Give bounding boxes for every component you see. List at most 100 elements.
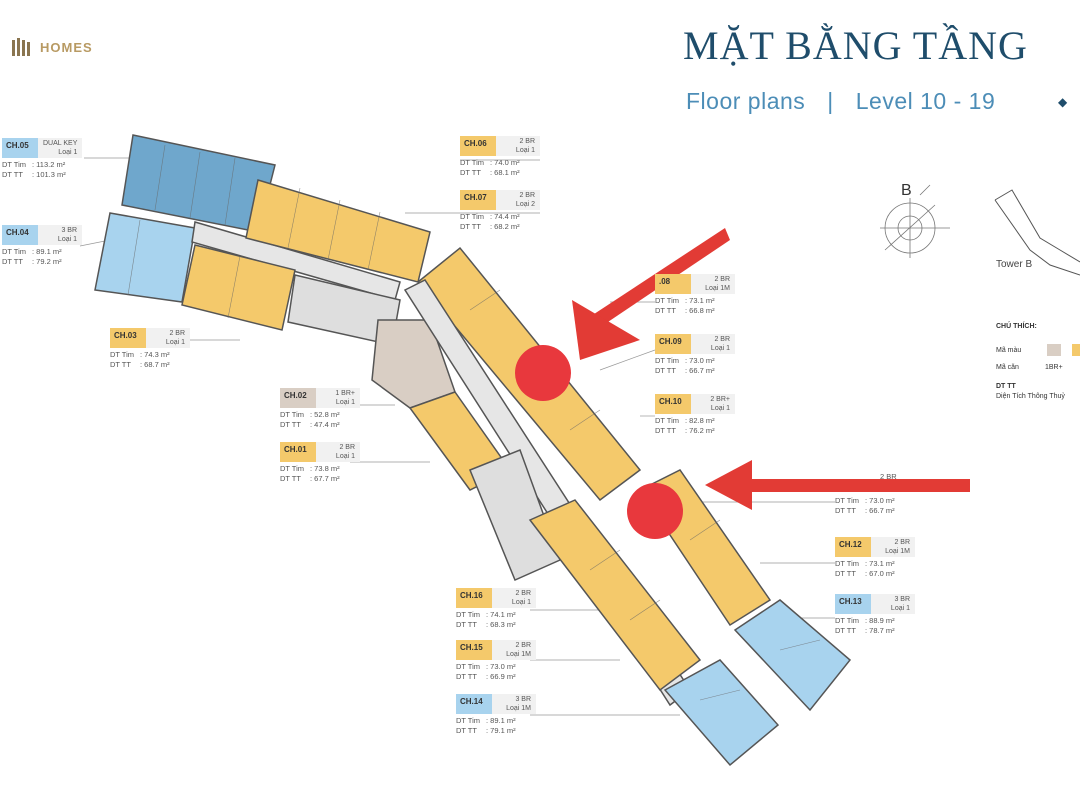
unit-code: CH.02 (280, 388, 316, 409)
unit-value-dt-tim: : 74.4 m² (490, 212, 520, 222)
unit-type: 2 BR (169, 330, 185, 337)
unit-code: CH.03 (110, 328, 146, 349)
unit-label-dt-tt: DT TT (835, 568, 856, 578)
red-marker-lower (627, 483, 683, 539)
unit-label-dt-tim: DT Tim (460, 158, 485, 168)
unit-subtype: Loại 1 (58, 149, 78, 157)
unit-value-dt-tt: : 66.8 m² (685, 305, 715, 315)
unit-callout-ch02: CH.02 1 BR+ Loại 1 DT Tim : 52.8 m² DT TT : … (280, 388, 360, 430)
unit-label-dt-tt: DT TT (655, 305, 676, 315)
unit-subtype: Loại 1M (705, 285, 730, 293)
unit-type: 2 BR (880, 472, 897, 481)
legend-unit-label: Mã căn (996, 364, 1019, 371)
subtitle-level: Level 10 - 19 (855, 88, 996, 114)
unit-value-dt-tim: : 73.0 m² (685, 356, 715, 366)
legend-dttt-desc: Diện Tích Thông Thuỷ (996, 393, 1065, 400)
unit-label-dt-tim: DT Tim (460, 212, 485, 222)
unit-callout-ch15: CH.15 2 BR Loại 1M DT Tim : 73.0 m² DT TT : … (456, 640, 536, 682)
unit-type: 2 BR+ (710, 396, 730, 403)
unit-label-dt-tt: DT TT (280, 419, 301, 429)
unit-label-dt-tt: DT TT (456, 619, 477, 629)
unit-ch13-area (733, 599, 852, 712)
legend-swatch-grey (1047, 344, 1061, 356)
legend-title: CHÚ THÍCH: (996, 323, 1037, 330)
unit-type: 2 BR (714, 336, 730, 343)
unit-value-dt-tim: : 74.0 m² (490, 158, 520, 168)
unit-label-dt-tim: DT Tim (835, 616, 860, 626)
unit-value-dt-tt: : 47.4 m² (310, 419, 340, 429)
unit-type: 2 BR (339, 444, 355, 451)
unit-label-dt-tim: DT Tim (456, 716, 481, 726)
unit-value-dt-tim: : 73.1 m² (685, 296, 715, 306)
unit-type: 3 BR (515, 696, 531, 703)
logo-mark-icon (12, 38, 30, 56)
unit-label-dt-tim: DT Tim (280, 410, 305, 420)
unit-code: CH.12 (835, 537, 871, 558)
page-subtitle: Floor plans|Level 10 - 19 (686, 88, 995, 115)
brand-logo: HOMES (10, 36, 93, 58)
unit-code: CH.07 (460, 190, 496, 211)
unit-value-dt-tt: : 68.3 m² (486, 619, 516, 629)
unit-subtype: Loại 1 (165, 339, 185, 347)
unit-value-dt-tim: : 82.8 m² (685, 416, 715, 426)
legend-unit-1br: 1BR+ (1045, 364, 1063, 371)
unit-code: CH.15 (456, 640, 492, 661)
logo-text: HOMES (40, 39, 93, 55)
unit-type: 2 BR (519, 192, 535, 199)
legend-dttt-label: DT TT (996, 383, 1016, 390)
unit-label-dt-tt: DT TT (655, 425, 676, 435)
red-marker-upper (515, 345, 571, 401)
unit-subtype: Loại 1 (890, 605, 910, 613)
unit-value-dt-tt: : 68.1 m² (490, 167, 520, 177)
unit-ch14-area (663, 659, 780, 767)
unit-subtype: Loại 1M (506, 651, 531, 659)
unit-type: 2 BR (894, 539, 910, 546)
unit-label-dt-tt: DT TT (2, 169, 23, 179)
unit-value-dt-tim: : 88.9 m² (865, 616, 895, 626)
subtitle-separator: | (827, 88, 834, 114)
unit-label-dt-tt: DT TT (2, 256, 23, 266)
unit-callout-ch11: DT Tim: 73.0 m² DT TT: 66.7 m² (835, 496, 895, 516)
unit-value-dt-tim: : 89.1 m² (486, 716, 516, 726)
unit-value-dt-tt: : 66.9 m² (486, 671, 516, 681)
compass-icon (880, 184, 950, 258)
unit-value-dt-tt: : 79.2 m² (32, 256, 62, 266)
unit-type: 2 BR (714, 276, 730, 283)
unit-label-dt-tim: DT Tim (655, 296, 680, 306)
unit-code: CH.14 (456, 694, 492, 715)
unit-value-dt-tim: : 52.8 m² (310, 410, 340, 420)
keyplan-tower-label: Tower B (996, 259, 1033, 270)
unit-label-dt-tt: DT TT (835, 625, 856, 635)
unit-value-dt-tt: : 66.7 m² (685, 365, 715, 375)
unit-label-dt-tt: DT TT (456, 671, 477, 681)
unit-type: 2 BR (515, 590, 531, 597)
unit-code: CH.01 (280, 442, 316, 463)
unit-subtype: Loại 1 (511, 599, 531, 607)
unit-code: CH.09 (655, 334, 691, 355)
diamond-bullet-icon: ◆ (1058, 95, 1068, 109)
unit-code: CH.16 (456, 588, 492, 609)
page-title: MẶT BẰNG TẦNG (683, 23, 1028, 68)
unit-label-dt-tim: DT Tim (456, 662, 481, 672)
unit-label-dt-tim: DT Tim (110, 350, 135, 360)
unit-ch03-area (181, 244, 296, 331)
unit-value-dt-tt: : 66.7 m² (865, 505, 895, 515)
unit-type: 2 BR (515, 642, 531, 649)
leader-ch09 (599, 349, 656, 371)
unit-value-dt-tim: : 73.0 m² (486, 662, 516, 672)
unit-value-dt-tt: : 101.3 m² (32, 169, 66, 179)
unit-ch04-area (94, 212, 196, 303)
unit-label-dt-tt: DT TT (110, 359, 131, 369)
unit-code: CH.06 (460, 136, 496, 157)
unit-label-dt-tt: DT TT (655, 365, 676, 375)
unit-type: 1 BR+ (335, 390, 355, 397)
unit-value-dt-tt: : 78.7 m² (865, 625, 895, 635)
unit-subtype: Loại 1 (335, 399, 355, 407)
